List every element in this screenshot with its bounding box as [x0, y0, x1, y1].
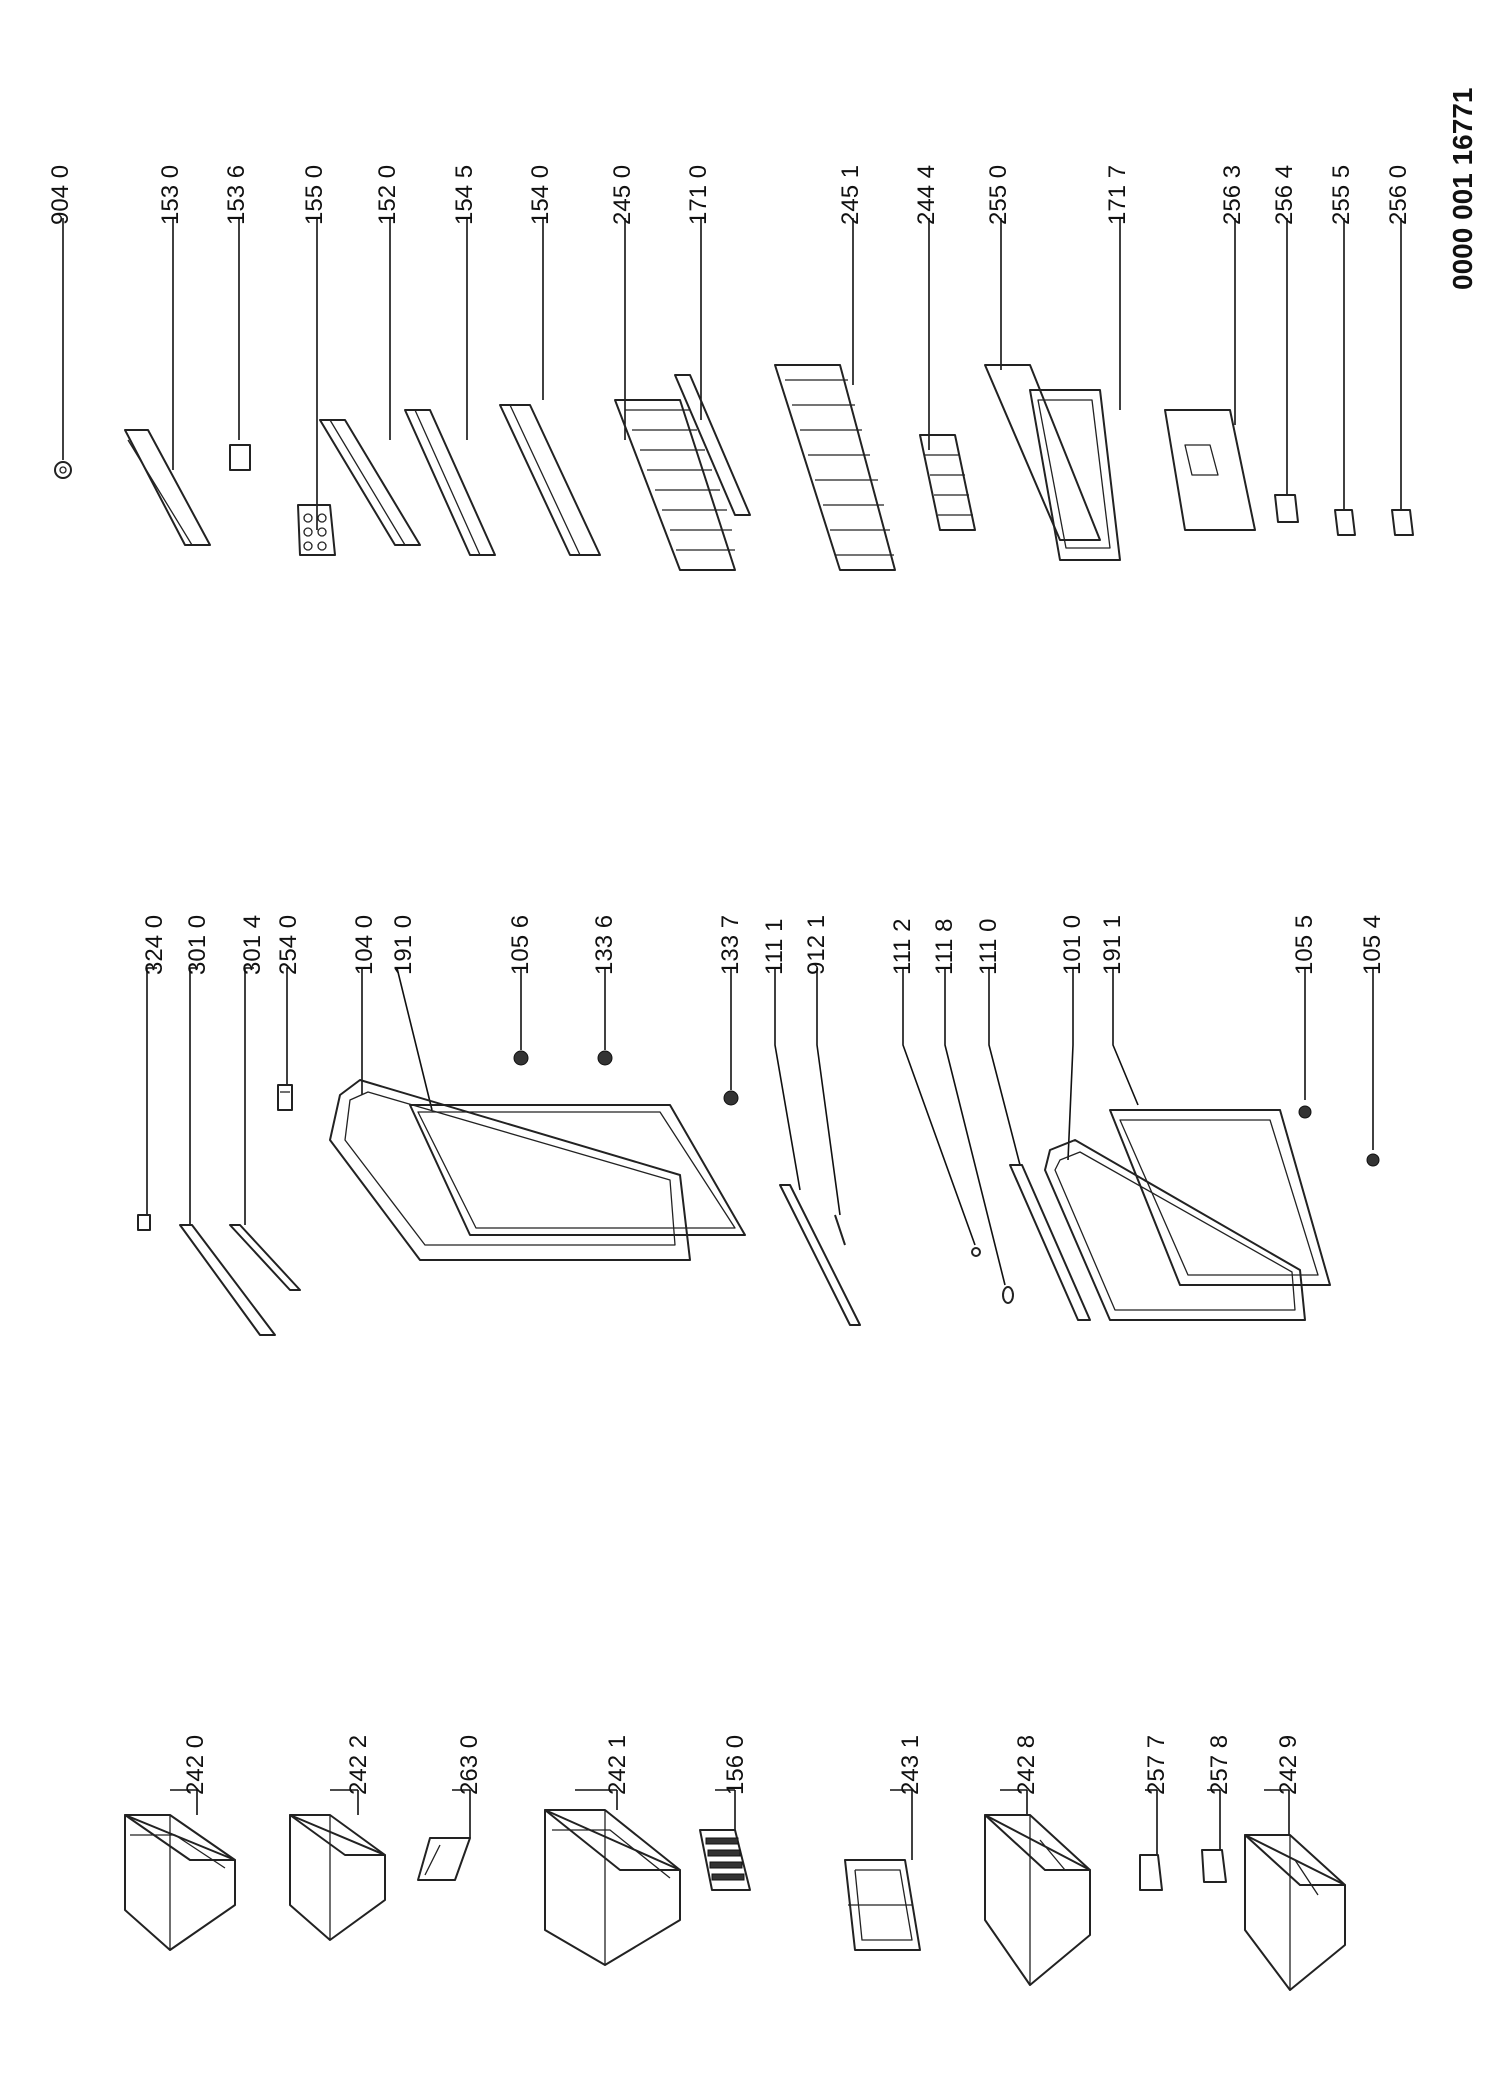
callout-label: 191 0	[390, 915, 417, 975]
callout-label: 256 4	[1271, 165, 1298, 225]
part-153-0	[124, 429, 211, 546]
part-111-2	[971, 1247, 981, 1257]
callout-label: 191 1	[1099, 915, 1126, 975]
callout-label: 912 1	[803, 915, 830, 975]
part-frame-171-7	[1029, 389, 1121, 561]
part-rack-156-0	[699, 1829, 751, 1891]
part-gasket-191-1	[1109, 1109, 1331, 1286]
part-profile-301-4	[229, 1224, 301, 1291]
part-105-6	[513, 1050, 529, 1066]
part-drawer-242-8	[984, 1814, 1091, 1986]
part-133-7	[723, 1090, 739, 1106]
callout-label: 111 8	[931, 919, 958, 976]
part-slide-257-7	[1139, 1854, 1163, 1891]
part-cover-255-0	[984, 364, 1101, 541]
callout-label: 133 7	[717, 915, 744, 975]
callout-label: 105 4	[1359, 915, 1386, 975]
callout-label: 242 0	[182, 1735, 209, 1795]
part-324-0	[137, 1214, 151, 1231]
callout-label: 152 0	[374, 165, 401, 225]
callout-label: 255 0	[985, 165, 1012, 225]
callout-label: 245 0	[609, 165, 636, 225]
part-handle-111-1	[779, 1184, 861, 1326]
callout-label: 244 4	[913, 165, 940, 225]
callout-label: 301 4	[239, 915, 266, 975]
part-bin-242-1	[544, 1809, 681, 1966]
part-shelf-245-0	[614, 399, 736, 571]
part-bin-242-2	[289, 1814, 386, 1941]
part-profile-301-0	[179, 1224, 276, 1336]
part-slide-257-8	[1201, 1849, 1227, 1883]
part-shelf-245-1	[774, 364, 896, 571]
callout-label: 111 0	[975, 919, 1002, 976]
part-171-0	[674, 374, 751, 516]
callout-label: 154 0	[527, 165, 554, 225]
callout-label: 153 6	[223, 165, 250, 225]
callout-label: 171 0	[685, 165, 712, 225]
callout-label: 101 0	[1059, 915, 1086, 975]
part-155-0	[297, 504, 336, 556]
callout-label: 242 1	[604, 1735, 631, 1795]
part-105-5	[1298, 1105, 1312, 1119]
part-cover-243-1	[844, 1859, 921, 1951]
callout-label: 171 7	[1104, 165, 1131, 225]
part-door-104-0	[329, 1079, 691, 1261]
part-clip-263-0	[417, 1837, 471, 1881]
callout-label: 242 9	[1275, 1735, 1302, 1795]
callout-label: 104 0	[351, 915, 378, 975]
callout-label: 257 8	[1206, 1735, 1233, 1795]
leader-lines	[62, 218, 1402, 1860]
document-number: 0000 001 16771	[1447, 88, 1478, 290]
callout-label: 301 0	[184, 915, 211, 975]
callout-label: 254 0	[275, 915, 302, 975]
callout-label: 242 8	[1013, 1735, 1040, 1795]
part-drawer-242-9	[1244, 1834, 1346, 1991]
part-153-6	[229, 444, 251, 471]
callout-label: 324 0	[141, 915, 168, 975]
callout-label: 263 0	[456, 1735, 483, 1795]
callout-label: 243 1	[897, 1735, 924, 1795]
callout-label: 153 0	[157, 165, 184, 225]
callout-label: 256 0	[1385, 165, 1412, 225]
part-904-0	[54, 461, 72, 479]
callout-label: 257 7	[1143, 1735, 1170, 1795]
part-244-4	[919, 434, 976, 531]
part-256-4	[1274, 494, 1299, 523]
part-154-5	[404, 409, 496, 556]
part-154-0	[499, 404, 601, 556]
part-bin-242-0	[124, 1814, 236, 1951]
part-door-101-0	[1044, 1139, 1306, 1321]
part-255-5	[1334, 509, 1356, 536]
callout-label: 242 2	[345, 1735, 372, 1795]
part-hinge-254-0	[277, 1084, 293, 1111]
callout-label: 105 5	[1291, 915, 1318, 975]
callout-label: 111 2	[889, 919, 916, 976]
part-133-6	[597, 1050, 613, 1066]
callout-label: 133 6	[591, 915, 618, 975]
part-152-0	[319, 419, 421, 546]
part-256-3	[1164, 409, 1256, 531]
callout-label: 156 0	[722, 1735, 749, 1795]
part-handle-111-0	[1009, 1164, 1091, 1321]
callout-label: 155 0	[301, 165, 328, 225]
callout-label: 105 6	[507, 915, 534, 975]
part-912-1	[834, 1214, 846, 1246]
part-256-0	[1391, 509, 1414, 536]
callout-label: 245 1	[837, 165, 864, 225]
part-105-4	[1366, 1153, 1380, 1167]
part-gasket-191-0	[409, 1104, 746, 1236]
callout-label: 111 1	[761, 919, 788, 976]
callout-label: 154 5	[451, 165, 478, 225]
callout-label: 255 5	[1328, 165, 1355, 225]
callout-label: 256 3	[1219, 165, 1246, 225]
callout-labels: 242 0 242 2 263 0 242 1 156 0 243 1 242 …	[47, 165, 1412, 1795]
callout-label: 904 0	[47, 165, 74, 225]
part-111-8	[1002, 1286, 1014, 1304]
